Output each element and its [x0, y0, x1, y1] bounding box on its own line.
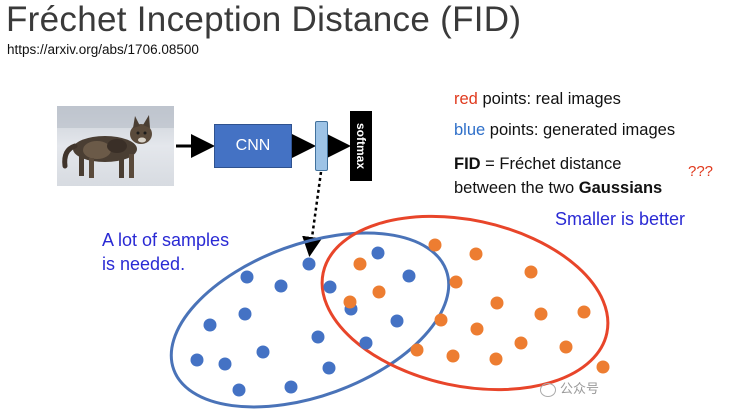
blue-point: [240, 270, 254, 284]
orange-point: [372, 285, 386, 299]
blue-point: [311, 330, 325, 344]
gaussians-word: Gaussians: [578, 179, 663, 197]
samples-note-line1: A lot of samples: [102, 230, 230, 250]
orange-point: [410, 343, 424, 357]
blue-point: [359, 336, 373, 350]
blue-point: [218, 357, 232, 371]
question-marks: ???: [688, 163, 714, 180]
cnn-label: CNN: [235, 137, 271, 154]
blue-points: [190, 246, 416, 397]
orange-point: [490, 296, 504, 310]
fid-definition-line1: FID = Fréchet distance: [454, 155, 621, 174]
orange-point: [596, 360, 610, 374]
fid-word: FID: [454, 155, 481, 173]
orange-point: [524, 265, 538, 279]
orange-point: [514, 336, 528, 350]
orange-point: [449, 275, 463, 289]
orange-point: [470, 322, 484, 336]
orange-point: [489, 352, 503, 366]
blue-point: [232, 383, 246, 397]
samples-note: A lot of samples is needed.: [102, 228, 229, 276]
softmax-box: softmax: [350, 111, 372, 181]
cat-image: [57, 106, 174, 186]
orange-point: [343, 295, 357, 309]
orange-point: [577, 305, 591, 319]
blue-point: [371, 246, 385, 260]
legend-red-word: red: [454, 90, 478, 108]
blue-point: [323, 280, 337, 294]
feature-vector: [315, 121, 328, 171]
fid-text: = Fréchet distance: [480, 155, 622, 173]
slide-title: Fréchet Inception Distance (FID): [6, 0, 522, 39]
orange-point: [534, 307, 548, 321]
orange-point: [446, 349, 460, 363]
orange-point: [559, 340, 573, 354]
blue-point: [390, 314, 404, 328]
orange-point: [434, 313, 448, 327]
blue-ellipse: [169, 231, 451, 409]
softmax-label: softmax: [354, 122, 368, 170]
blue-point: [190, 353, 204, 367]
blue-point: [322, 361, 336, 375]
orange-points: [343, 238, 610, 374]
fid-definition-line2: between the two Gaussians: [454, 179, 662, 198]
wechat-icon: [540, 382, 556, 397]
blue-point: [274, 279, 288, 293]
blue-point: [256, 345, 270, 359]
legend-red-text: points: real images: [477, 90, 621, 108]
legend-red-line: red points: real images: [454, 90, 621, 109]
blue-point: [302, 257, 316, 271]
watermark: 公众号: [540, 378, 599, 397]
blue-point: [284, 380, 298, 394]
legend-blue-word: blue: [454, 121, 486, 139]
red-ellipse: [320, 214, 610, 392]
fid-line2-text: between the two: [454, 179, 579, 197]
legend-blue-line: blue points: generated images: [454, 121, 675, 140]
paper-url[interactable]: https://arxiv.org/abs/1706.08500: [7, 42, 199, 57]
watermark-text: 公众号: [560, 381, 600, 396]
orange-point: [353, 257, 367, 271]
orange-point: [469, 247, 483, 261]
orange-point: [428, 238, 442, 252]
samples-note-line2: is needed.: [102, 254, 186, 274]
legend-blue-text: points: generated images: [485, 121, 676, 139]
blue-point: [203, 318, 217, 332]
smaller-is-better: Smaller is better: [555, 209, 686, 229]
blue-point: [238, 307, 252, 321]
cnn-box: CNN: [214, 124, 292, 168]
blue-point: [402, 269, 416, 283]
